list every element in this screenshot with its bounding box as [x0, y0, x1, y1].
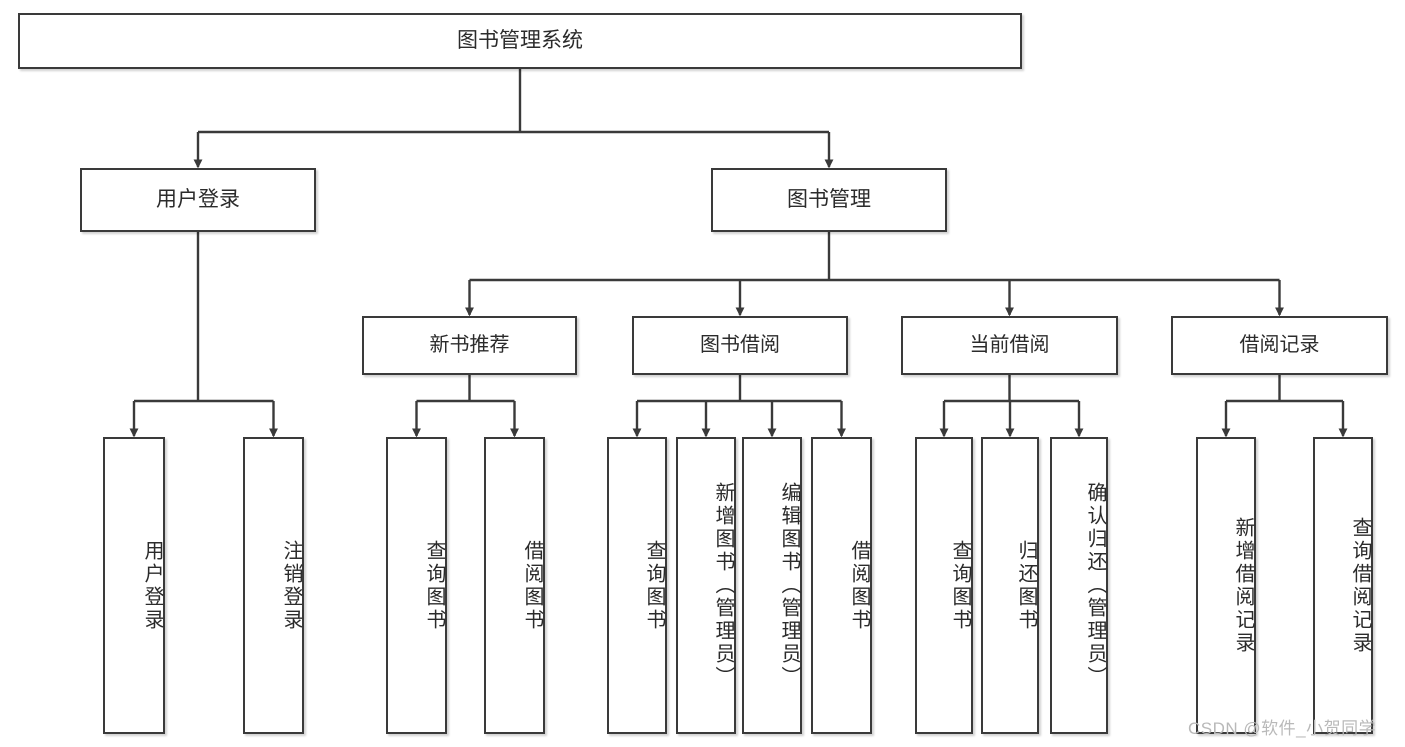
node-leaf-query-books-borrow[interactable]: 查询图书: [607, 437, 667, 734]
node-book-management[interactable]: 图书管理: [711, 168, 947, 232]
node-leaf-confirm-return-admin[interactable]: 确认归还（管理员）: [1050, 437, 1108, 734]
watermark-text: CSDN @软件_小贺同学: [1188, 719, 1377, 738]
node-label: 借阅图书: [521, 539, 543, 632]
node-label: 新增借阅记录: [1232, 516, 1254, 655]
node-label: 用户登录: [156, 187, 240, 211]
node-new-book-recommend[interactable]: 新书推荐: [362, 316, 577, 375]
node-label: 查询图书: [949, 539, 971, 632]
node-label: 查询借阅记录: [1349, 516, 1371, 655]
node-label: 确认归还（管理员）: [1084, 482, 1106, 689]
node-leaf-borrow-books[interactable]: 借阅图书: [811, 437, 872, 734]
node-label: 查询图书: [643, 539, 665, 632]
node-leaf-query-books-recommend[interactable]: 查询图书: [386, 437, 447, 734]
node-root[interactable]: 图书管理系统: [18, 13, 1022, 69]
node-label: 图书管理系统: [457, 28, 583, 52]
node-label: 注销登录: [280, 539, 302, 632]
node-label: 图书借阅: [700, 333, 780, 356]
node-label: 归还图书: [1015, 539, 1037, 632]
node-leaf-add-borrow-record[interactable]: 新增借阅记录: [1196, 437, 1256, 734]
node-leaf-add-book-admin[interactable]: 新增图书（管理员）: [676, 437, 736, 734]
node-label: 当前借阅: [969, 333, 1050, 356]
node-leaf-logout[interactable]: 注销登录: [243, 437, 304, 734]
node-label: 借阅图书: [848, 539, 870, 632]
node-leaf-return-books[interactable]: 归还图书: [981, 437, 1039, 734]
node-borrow-records[interactable]: 借阅记录: [1171, 316, 1388, 375]
node-book-borrow[interactable]: 图书借阅: [632, 316, 848, 375]
node-label: 借阅记录: [1239, 333, 1320, 356]
node-label: 编辑图书（管理员）: [778, 482, 800, 689]
node-label: 查询图书: [423, 539, 445, 632]
node-label: 用户登录: [141, 539, 163, 632]
node-leaf-query-books-current[interactable]: 查询图书: [915, 437, 973, 734]
node-current-borrow[interactable]: 当前借阅: [901, 316, 1118, 375]
node-leaf-borrow-books-recommend[interactable]: 借阅图书: [484, 437, 545, 734]
node-leaf-edit-book-admin[interactable]: 编辑图书（管理员）: [742, 437, 802, 734]
node-user-login[interactable]: 用户登录: [80, 168, 316, 232]
node-leaf-user-login[interactable]: 用户登录: [103, 437, 165, 734]
node-leaf-query-borrow-record[interactable]: 查询借阅记录: [1313, 437, 1373, 734]
node-label: 新书推荐: [429, 333, 510, 356]
node-label: 图书管理: [787, 187, 871, 211]
node-label: 新增图书（管理员）: [712, 482, 734, 689]
